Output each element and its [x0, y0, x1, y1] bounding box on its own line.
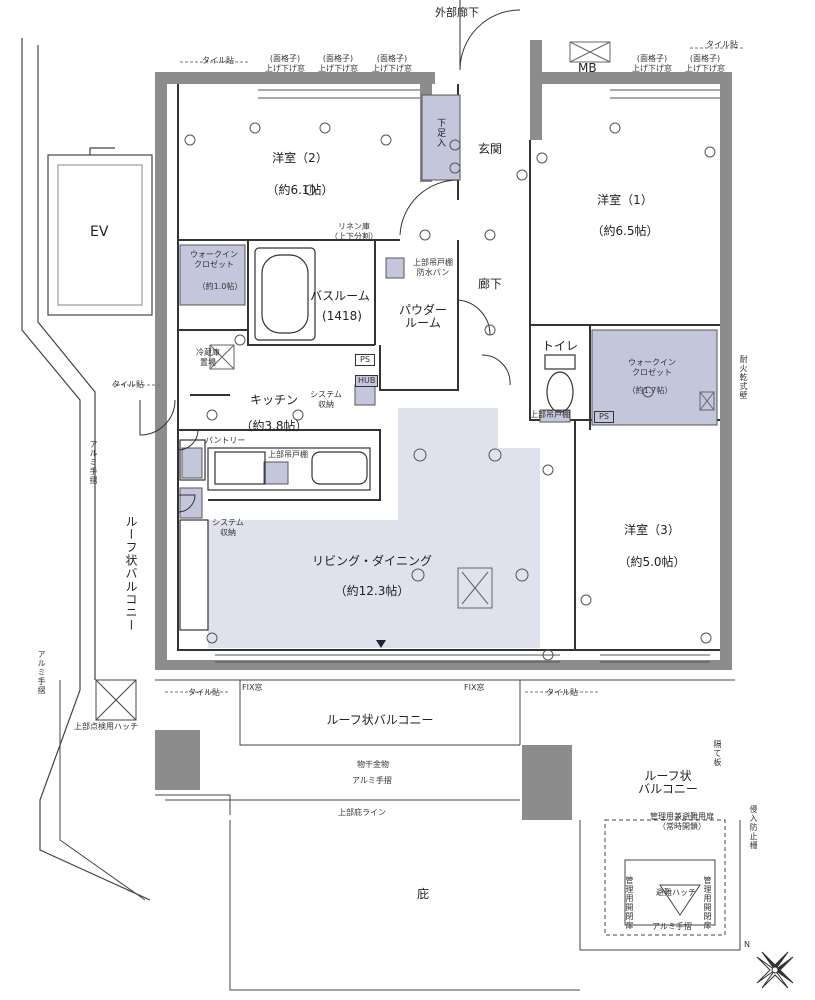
kitchen-counter — [179, 439, 371, 631]
drying-hardware: 物干金物 — [357, 760, 389, 769]
toilet-fixture — [544, 354, 576, 413]
shaded-areas — [179, 94, 718, 519]
tile-label-3: タイル貼 — [188, 688, 220, 697]
aluminum-rail-center: アルミ手摺 — [352, 776, 392, 785]
kitchen-name: キッチン — [249, 393, 299, 407]
fix-window-1: FIX窓 — [242, 683, 263, 692]
fixture-circles — [184, 122, 716, 661]
window-lines — [215, 89, 720, 663]
intrusion-fence: 侵入防止柵 — [749, 805, 758, 850]
mgmt-door-left: 管理用開閉扉 — [625, 876, 634, 930]
shoe-storage-label: 下足入 — [435, 118, 445, 148]
wic-large-name: ウォークイン クロゼット — [628, 358, 676, 377]
toilet-label: トイレ — [542, 339, 579, 353]
bath-size: (1418) — [322, 309, 362, 323]
living-name: リビング・ダイニング — [311, 554, 433, 568]
living-size: （約12.3帖） — [334, 584, 410, 598]
inspection-hatch: 上部点検用ハッチ — [74, 722, 138, 731]
fireproof-wall: 耐火乾式壁 — [739, 355, 748, 400]
compass-icon — [756, 951, 794, 989]
entrance-label: 玄関 — [478, 142, 503, 156]
tile-label-5: タイル貼 — [112, 380, 144, 389]
powder-label: パウダー ルーム — [398, 303, 448, 330]
living-floor — [208, 408, 540, 648]
western2-name: 洋室（2） — [272, 151, 328, 165]
partition-label: 隔て板 — [713, 740, 722, 767]
roof-balcony-main: ルーフ状バルコニー — [326, 713, 434, 727]
lattice-window-5: (面格子) 上げ下げ窓 — [685, 54, 725, 73]
western3-name: 洋室（3） — [624, 523, 680, 537]
lattice-window-3: (面格子) 上げ下げ窓 — [372, 54, 412, 73]
wic-small-name: ウォークイン クロゼット — [190, 250, 238, 269]
upper-cabinet-toilet: 上部吊戸棚 — [530, 410, 570, 419]
system-storage-1: システム 収納 — [310, 390, 342, 409]
upper-cabinet-pan-label: 上部吊戸棚 防水パン — [413, 258, 453, 277]
tile-label-2: タイル貼 — [706, 40, 738, 49]
western1-name: 洋室（1） — [597, 193, 653, 207]
mb-label: MB — [578, 61, 597, 75]
hatch-marks — [209, 41, 715, 609]
upper-eave-line: 上部庇ライン — [338, 808, 386, 817]
hub-box: HUB — [355, 375, 379, 387]
roof-balcony-left: ルーフ状バルコニー — [124, 515, 138, 632]
ev-label: EV — [90, 224, 109, 240]
western3-size: （約5.0帖） — [618, 555, 686, 569]
tile-label-1: タイル貼 — [202, 56, 234, 65]
hall-label: 廊下 — [478, 277, 503, 291]
door-swings — [139, 0, 521, 513]
aluminum-rail-left: アルミ手摺 — [89, 440, 98, 485]
western1-size: （約6.5帖） — [591, 224, 659, 238]
upper-cabinet-kitchen: 上部吊戸棚 — [268, 450, 308, 459]
linen-label: リネン庫 （上下分割） — [330, 222, 378, 241]
entry-arrow-icon — [376, 640, 386, 648]
ev-shaft — [21, 38, 153, 901]
aluminum-rail-far-left: アルミ手摺 — [37, 650, 46, 695]
balcony-outlines — [59, 679, 741, 991]
system-storage-2: システム 収納 — [212, 518, 244, 537]
tile-markers — [112, 47, 745, 693]
lattice-window-2: (面格子) 上げ下げ窓 — [318, 54, 358, 73]
tile-label-4: タイル貼 — [546, 688, 578, 697]
western2-size: （約6.1帖） — [266, 183, 334, 197]
fridge-label: 冷蔵庫 置場 — [196, 348, 220, 367]
wic-large-size: （約1.7帖） — [627, 386, 673, 395]
ps-box-1: PS — [355, 354, 375, 366]
aluminum-rail-hatch: アルミ手摺 — [652, 922, 692, 931]
interior-walls — [177, 84, 720, 651]
mgmt-door-label: 管理用兼避難用扉 （常時開鎖） — [650, 812, 714, 831]
lattice-window-1: (面格子) 上げ下げ窓 — [265, 54, 305, 73]
lattice-window-4: (面格子) 上げ下げ窓 — [632, 54, 672, 73]
bathtub — [254, 247, 316, 341]
north-label: N — [744, 940, 750, 949]
wic-small-size: （約1.0帖） — [197, 282, 243, 291]
ps-box-2: PS — [594, 411, 614, 423]
kitchen-size: （約3.8帖） — [240, 419, 308, 433]
corridor-label: 外部廊下 — [435, 6, 479, 19]
bath-name: バスルーム — [310, 289, 370, 303]
mgmt-door-right: 管理用開閉扉 — [703, 876, 712, 930]
roof-balcony-right: ルーフ状 バルコニー — [638, 769, 698, 796]
fix-window-2: FIX窓 — [464, 683, 485, 692]
pantry-label: パントリー — [205, 436, 246, 445]
eave-label: 庇 — [417, 887, 430, 901]
escape-hatch: 避難ハッチ — [656, 888, 696, 897]
